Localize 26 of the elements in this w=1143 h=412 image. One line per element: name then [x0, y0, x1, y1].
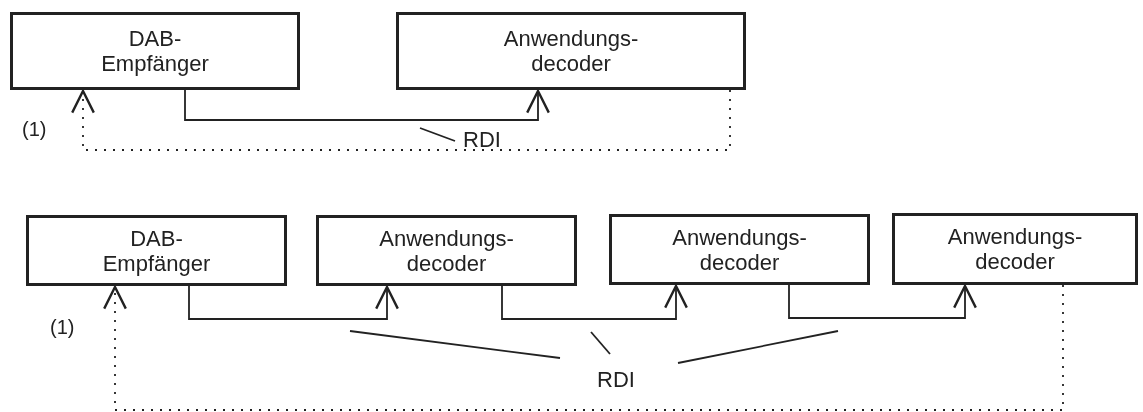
- leader-line: [419, 127, 456, 142]
- block-box: [396, 12, 746, 90]
- edge-label: (1): [22, 118, 47, 141]
- leader-line: [349, 330, 561, 359]
- block-box: [892, 213, 1138, 285]
- rdi-label: RDI: [463, 126, 501, 152]
- arrow: [188, 285, 399, 320]
- dotted-arrow: [71, 89, 731, 151]
- arrow: [788, 284, 977, 319]
- arrow: [184, 89, 550, 121]
- leader-line: [677, 330, 839, 364]
- block-label: DAB- Empfänger: [102, 225, 211, 276]
- dotted-arrow: [103, 284, 1064, 411]
- block-label: Anwendungs- decoder: [379, 225, 514, 276]
- block-label: Anwendungs- decoder: [947, 224, 1083, 274]
- block-box: [26, 215, 287, 286]
- arrow: [501, 284, 688, 320]
- block-label: DAB- Empfänger: [101, 26, 209, 76]
- block-box: [316, 215, 577, 286]
- block-label: Anwendungs- decoder: [672, 224, 807, 275]
- block-label: Anwendungs- decoder: [503, 26, 639, 76]
- block-box: [10, 12, 300, 90]
- rdi-label: RDI: [597, 366, 635, 392]
- edge-label: (1): [50, 316, 75, 339]
- leader-line: [590, 331, 611, 355]
- block-box: [609, 214, 870, 285]
